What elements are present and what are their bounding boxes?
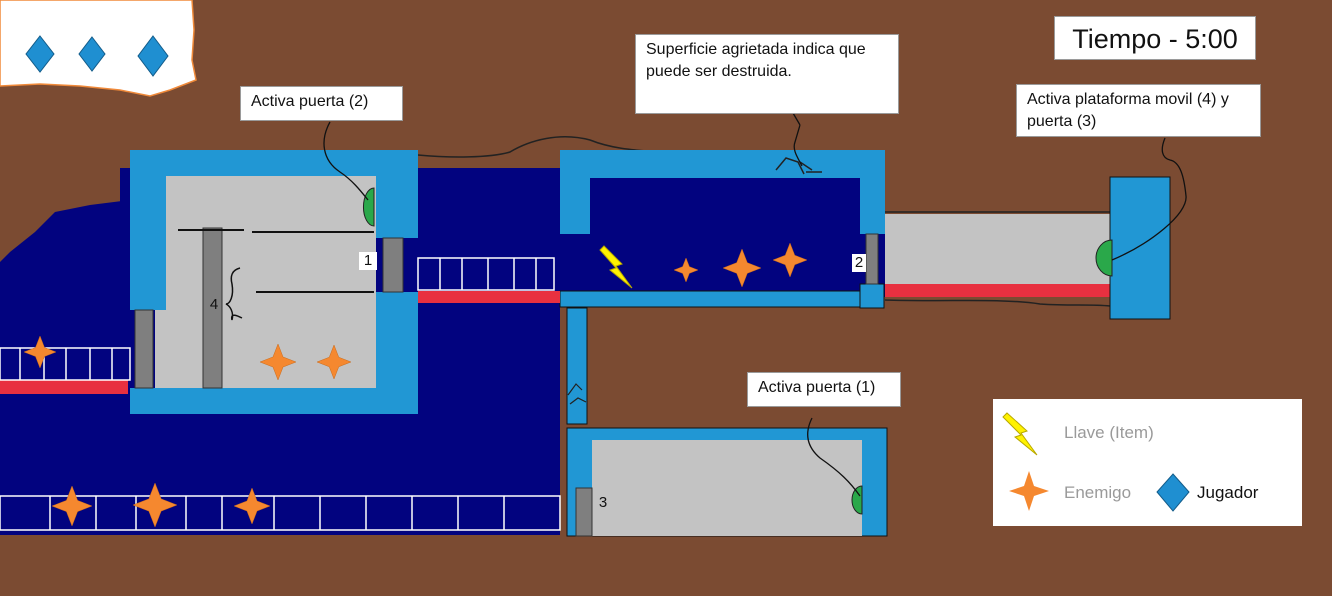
door-3-label: 3 bbox=[598, 494, 608, 511]
note-platform: Activa plataforma movil (4) y puerta (3) bbox=[1016, 84, 1261, 137]
wall bbox=[130, 388, 418, 414]
door-3 bbox=[575, 487, 593, 537]
callout-line bbox=[1111, 137, 1187, 261]
legend-key-label: Llave (Item) bbox=[1064, 423, 1154, 442]
enemy-star bbox=[722, 248, 762, 288]
enemy-star bbox=[673, 257, 699, 283]
callout-line bbox=[807, 417, 861, 497]
room-floor bbox=[155, 310, 175, 388]
enemy-star bbox=[51, 485, 93, 527]
wall bbox=[1109, 176, 1171, 320]
enemy-star-icon bbox=[1009, 471, 1049, 511]
wall bbox=[372, 292, 418, 392]
corridor bbox=[885, 214, 1110, 284]
cracked-surface bbox=[775, 157, 822, 175]
wall bbox=[130, 150, 418, 176]
callout-line bbox=[323, 121, 369, 201]
note-door1: Activa puerta (1) bbox=[747, 372, 901, 407]
platform-4-label: 4 bbox=[209, 296, 219, 313]
lives-panel bbox=[0, 0, 197, 97]
room-floor bbox=[592, 440, 862, 536]
timer-display: Tiempo - 5:00 bbox=[1054, 16, 1256, 60]
surface-line bbox=[417, 136, 661, 158]
wall bbox=[560, 150, 590, 234]
enemy-star bbox=[132, 482, 178, 528]
fence bbox=[0, 495, 561, 531]
water-area bbox=[0, 200, 130, 535]
laser-barrier bbox=[885, 284, 1110, 297]
floor-platform bbox=[559, 290, 861, 308]
door-2-label: 2 bbox=[852, 254, 866, 272]
platform-4 bbox=[202, 227, 223, 389]
platform-range-bracket bbox=[225, 267, 243, 321]
wall bbox=[859, 283, 885, 309]
note-cracked-surface: Superficie agrietada indica que puede se… bbox=[635, 34, 899, 114]
surface-line bbox=[884, 299, 1111, 307]
fence bbox=[0, 347, 131, 381]
enemy-star bbox=[772, 242, 808, 278]
player-diamond-icon bbox=[137, 35, 169, 77]
door-2 bbox=[865, 233, 879, 285]
water-area bbox=[560, 172, 885, 297]
wall bbox=[860, 150, 885, 234]
legend-enemy-label: Enemigo bbox=[1064, 483, 1132, 502]
legend-panel: Llave (Item) Enemigo Jugador bbox=[993, 399, 1302, 526]
room-floor bbox=[166, 176, 376, 388]
enemy-star bbox=[233, 487, 271, 525]
laser-barrier bbox=[0, 380, 128, 394]
key-icon bbox=[1002, 412, 1038, 456]
wall bbox=[566, 307, 588, 425]
door-1-label: 1 bbox=[359, 252, 377, 270]
player-diamond-icon bbox=[1156, 473, 1190, 512]
wall bbox=[376, 150, 418, 238]
switch-platform bbox=[1095, 239, 1113, 277]
note-door2: Activa puerta (2) bbox=[240, 86, 403, 121]
player-diamond-icon bbox=[78, 36, 106, 72]
fence bbox=[417, 257, 555, 291]
enemy-star bbox=[23, 335, 57, 369]
callout-line bbox=[792, 112, 803, 167]
player-diamond-icon bbox=[25, 35, 55, 73]
enemy-star bbox=[316, 344, 352, 380]
cracked-surface bbox=[567, 383, 587, 405]
enemy-star bbox=[259, 343, 297, 381]
switch-door1 bbox=[851, 485, 863, 515]
wall bbox=[560, 150, 885, 178]
key-item bbox=[599, 245, 633, 289]
laser-barrier bbox=[418, 291, 560, 303]
door-left bbox=[134, 309, 154, 389]
legend-player-label: Jugador bbox=[1197, 483, 1259, 502]
door-1 bbox=[382, 237, 404, 293]
wall bbox=[130, 150, 166, 310]
